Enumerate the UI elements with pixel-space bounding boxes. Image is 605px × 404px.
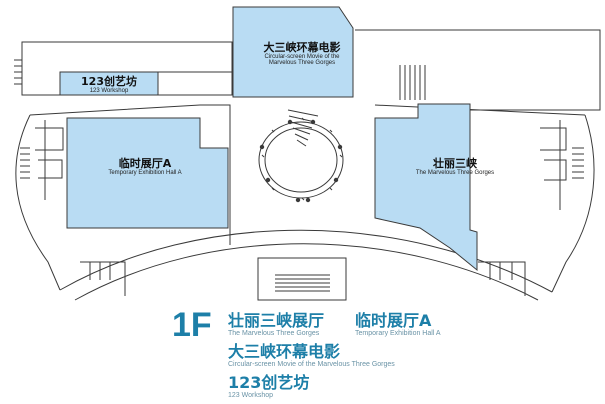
- label-three-gorges-en: The Marvelous Three Gorges: [415, 170, 495, 177]
- legend-item-hall-a-en: Temporary Exhibition Hall A: [355, 329, 441, 337]
- column-3: [265, 177, 271, 183]
- room-circular-cinema: [232, 6, 354, 98]
- column-1: [259, 144, 265, 150]
- room-hall-a: [66, 117, 229, 229]
- label-circular-cinema-en1: Circular-screen Movie of the: [264, 53, 340, 60]
- legend-item-workshop-en: 123 Workshop: [228, 391, 274, 399]
- wall-front-arc-inner: [74, 243, 539, 301]
- wall-top-left-block: [21, 41, 233, 96]
- atrium-rotunda: [258, 121, 344, 199]
- wall-left-lower-rooms: [80, 261, 126, 296]
- column-7: [295, 197, 301, 203]
- atrium-spiral-stair: [287, 109, 319, 147]
- wall-top-connector: [157, 71, 232, 95]
- wall-left-inner: [35, 120, 64, 200]
- legend-item-three-gorges-en: The Marvelous Three Gorges: [228, 329, 320, 337]
- label-circular-cinema-zh: 大三峡环幕电影: [263, 41, 341, 54]
- label-hall-a-en: Temporary Exhibition Hall A: [108, 170, 182, 177]
- label-workshop-zh: 123创艺坊: [81, 75, 137, 88]
- legend-item-hall-a: 临时展厅A Temporary Exhibition Hall A: [355, 312, 441, 337]
- legend-item-three-gorges: 壮丽三峡展厅 The Marvelous Three Gorges: [228, 312, 324, 337]
- legend-item-circular-cinema-en: Circular-screen Movie of the Marvelous T…: [228, 360, 395, 368]
- wall-top-left-hatch: [14, 59, 22, 85]
- floor-label: 1F: [172, 306, 212, 344]
- label-circular-cinema-en2: Marvelous Three Gorges: [268, 59, 336, 66]
- column-5: [287, 119, 293, 125]
- label-workshop-en: 123 Workshop: [89, 87, 129, 94]
- legend-item-circular-cinema: 大三峡环幕电影 Circular-screen Movie of the Mar…: [228, 343, 395, 368]
- wall-left-stair: [20, 147, 30, 179]
- legend-item-three-gorges-zh: 壮丽三峡展厅: [228, 311, 325, 330]
- wall-right-inner: [540, 120, 567, 210]
- entrance-block: [257, 257, 347, 301]
- wall-top-right-stair: [399, 65, 426, 100]
- legend-item-workshop-zh: 123创艺坊: [228, 373, 310, 392]
- column-2: [337, 144, 343, 150]
- column-4: [333, 177, 339, 183]
- label-three-gorges-zh: 壮丽三峡: [433, 157, 477, 170]
- entrance-steps: [275, 274, 330, 292]
- atrium-rotunda-inner: [264, 127, 338, 193]
- room-three-gorges: [374, 103, 478, 272]
- wall-front-arc-outer: [59, 229, 553, 293]
- legend-item-workshop: 123创艺坊 123 Workshop: [228, 374, 309, 399]
- label-hall-a: 临时展厅A Temporary Exhibition Hall A: [85, 157, 205, 177]
- legend-item-circular-cinema-zh: 大三峡环幕电影: [228, 342, 341, 361]
- label-circular-cinema: 大三峡环幕电影 Circular-screen Movie of the Mar…: [262, 42, 342, 66]
- label-three-gorges: 壮丽三峡 The Marvelous Three Gorges: [405, 157, 505, 177]
- column-6: [310, 119, 316, 125]
- wall-left-wing: [15, 104, 231, 291]
- column-8: [305, 197, 311, 203]
- label-hall-a-zh: 临时展厅A: [118, 157, 172, 170]
- wall-right-lower-rooms: [478, 261, 526, 296]
- wall-top-right-block: [355, 29, 601, 111]
- wall-right-stair: [572, 147, 584, 179]
- legend-item-hall-a-zh: 临时展厅A: [355, 311, 432, 330]
- room-workshop: [59, 71, 159, 96]
- wall-right-wing: [374, 104, 595, 293]
- label-workshop: 123创艺坊 123 Workshop: [60, 76, 158, 94]
